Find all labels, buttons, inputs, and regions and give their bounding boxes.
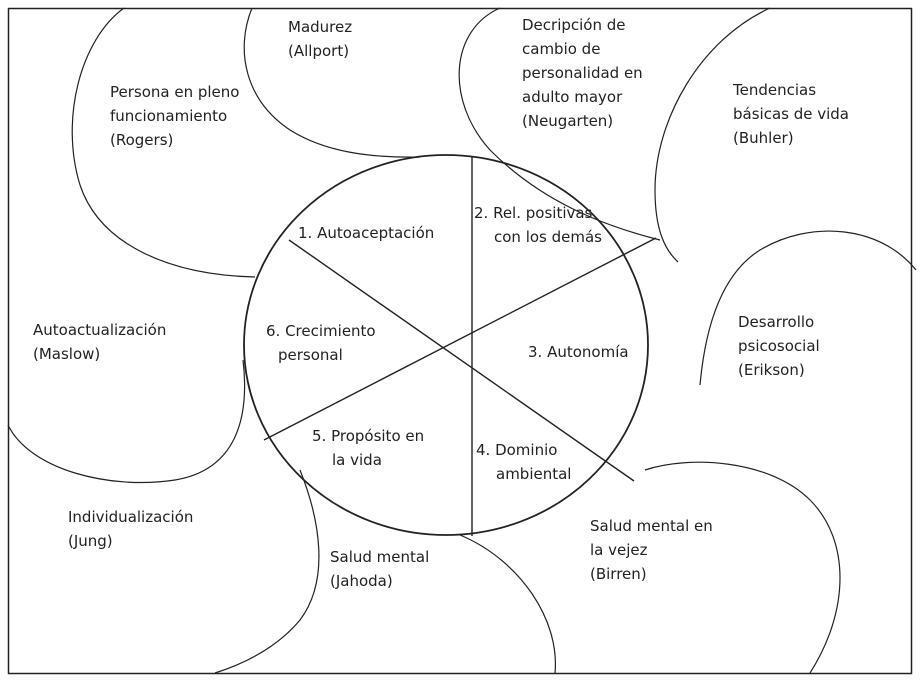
petal-jahoda <box>459 534 556 674</box>
segment-6-line-2: personal <box>278 346 343 364</box>
petal-buhler <box>654 7 771 263</box>
segment-dividers <box>263 156 657 536</box>
theory-erikson-line-3: (Erikson) <box>738 361 805 379</box>
theory-maslow-line-1: Autoactualización <box>33 321 167 339</box>
segment-1-line: 1. Autoaceptación <box>298 224 435 242</box>
segment-label-1: 1. Autoaceptación <box>298 221 434 245</box>
theory-label-buhler: Tendencias básicas de vida (Buhler) <box>733 78 849 150</box>
theory-rogers-line-1: Persona en pleno <box>110 83 240 101</box>
theory-label-rogers: Persona en pleno funcionamiento (Rogers) <box>110 80 239 152</box>
segment-label-3: 3. Autonomía <box>528 340 629 364</box>
segment-label-4: 4. Dominio ambiental <box>476 438 571 486</box>
theory-neugarten-line-1: Decripción de <box>522 16 626 34</box>
divider-diagonal-up <box>263 237 657 441</box>
petal-rogers <box>71 7 256 278</box>
theory-label-allport: Madurez (Allport) <box>288 15 352 63</box>
segment-label-2: 2. Rel. positivas con los demás <box>474 201 602 249</box>
petal-maslow <box>7 359 246 484</box>
theory-rogers-line-2: funcionamiento <box>110 107 228 125</box>
theory-birren-line-1: Salud mental en <box>590 517 713 535</box>
segment-4-line-1: 4. Dominio <box>476 441 558 459</box>
outer-frame <box>7 7 913 675</box>
theory-neugarten-line-5: (Neugarten) <box>522 112 614 130</box>
segment-3-line: 3. Autonomía <box>528 343 629 361</box>
theory-birren-line-2: la vejez <box>590 541 648 559</box>
petal-curves <box>7 7 917 674</box>
petal-allport <box>243 7 421 158</box>
petal-neugarten <box>458 7 661 241</box>
theory-jung-line-2: (Jung) <box>68 532 113 550</box>
segment-2-line-2: con los demás <box>494 228 602 246</box>
theory-allport-line-1: Madurez <box>288 18 353 36</box>
theory-label-erikson: Desarrollo psicosocial (Erikson) <box>738 310 820 382</box>
segment-2-line-1: 2. Rel. positivas <box>474 204 593 222</box>
theory-buhler-line-1: Tendencias <box>733 81 817 99</box>
theory-neugarten-line-2: cambio de <box>522 40 601 58</box>
segment-5-line-2: la vida <box>332 451 382 469</box>
theory-erikson-line-1: Desarrollo <box>738 313 815 331</box>
theory-buhler-line-2: básicas de vida <box>733 105 849 123</box>
petal-jung <box>214 469 320 674</box>
segment-5-line-1: 5. Propósito en <box>312 427 425 445</box>
theory-buhler-line-3: (Buhler) <box>733 129 794 147</box>
theory-rogers-line-3: (Rogers) <box>110 131 174 149</box>
theory-label-jahoda: Salud mental (Jahoda) <box>330 545 429 593</box>
petal-birren <box>644 461 841 674</box>
theory-erikson-line-2: psicosocial <box>738 337 820 355</box>
segment-6-line-1: 6. Crecimiento <box>266 322 376 340</box>
divider-diagonal-down <box>288 239 635 482</box>
theory-label-neugarten: Decripción de cambio de personalidad en … <box>522 13 643 133</box>
theory-jahoda-line-1: Salud mental <box>330 548 430 566</box>
theory-jung-line-1: Individualización <box>68 508 194 526</box>
theory-jahoda-line-2: (Jahoda) <box>330 572 393 590</box>
theory-maslow-line-2: (Maslow) <box>33 345 101 363</box>
theory-label-maslow: Autoactualización (Maslow) <box>33 318 166 366</box>
segment-4-line-2: ambiental <box>496 465 572 483</box>
theory-label-jung: Individualización (Jung) <box>68 505 193 553</box>
segment-label-6: 6. Crecimiento personal <box>266 319 376 367</box>
theory-allport-line-2: (Allport) <box>288 42 350 60</box>
theory-birren-line-3: (Birren) <box>590 565 647 583</box>
petal-erikson <box>699 230 917 386</box>
center-ellipse <box>243 154 649 536</box>
theory-neugarten-line-3: personalidad en <box>522 64 643 82</box>
theory-neugarten-line-4: adulto mayor <box>522 88 623 106</box>
theory-label-birren: Salud mental en la vejez (Birren) <box>590 514 713 586</box>
segment-label-5: 5. Propósito en la vida <box>312 424 424 472</box>
